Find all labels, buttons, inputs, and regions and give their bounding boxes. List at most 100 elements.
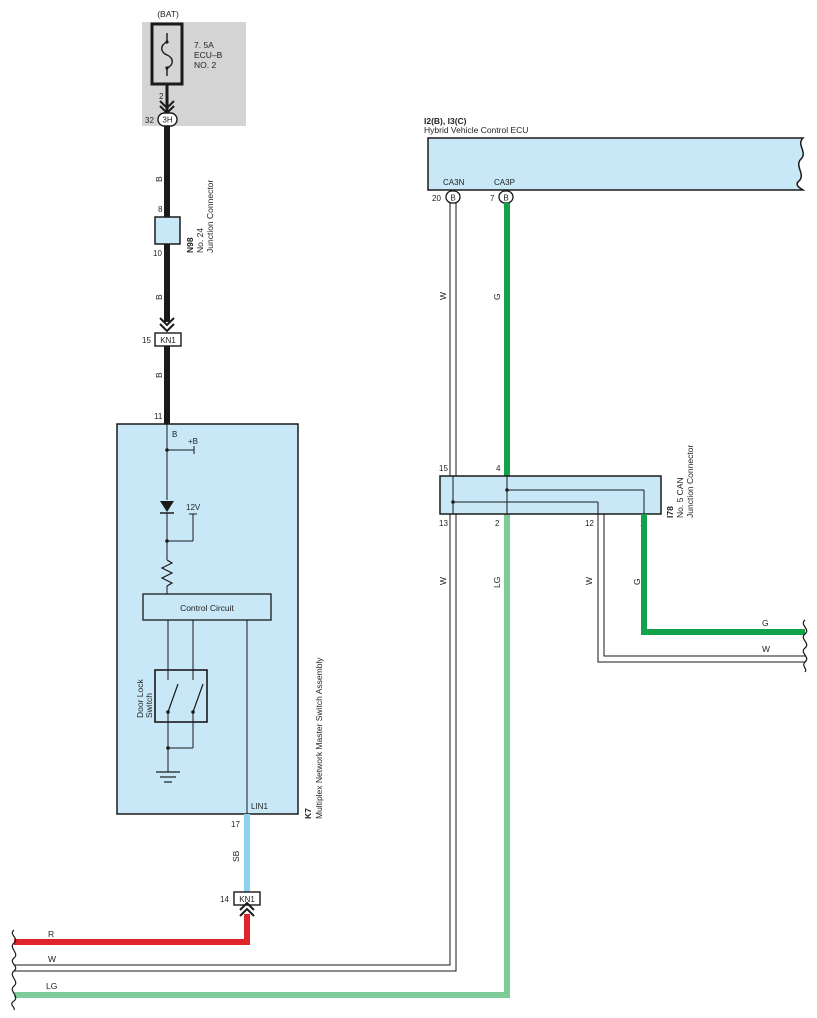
wire-label-w-out: W <box>762 644 770 654</box>
sw1-contact-dot <box>166 710 170 714</box>
i78-junction-w <box>451 500 455 504</box>
battery-source-label: (BAT) <box>157 9 179 19</box>
ecu-pin-20: 20 <box>432 194 441 203</box>
master-switch-name: Multiplex Network Master Switch Assembly <box>314 657 324 819</box>
ecu-box <box>427 137 806 191</box>
wire-label-lg-lower: LG <box>492 577 502 588</box>
door-lock-switch-box <box>154 669 208 723</box>
v12-label: 12V <box>186 503 201 512</box>
junction-n98-pin-in: 8 <box>158 205 163 214</box>
junction-i78-name-2: Junction Connector <box>685 445 695 518</box>
ecu-pin-20-connector <box>445 190 461 204</box>
wire-label-w-ecu: W <box>438 292 448 300</box>
fuse-connector-pin: 32 <box>145 116 154 125</box>
kn1-bottom-pin: 14 <box>220 895 229 904</box>
kn1-bottom-id: KN1 <box>239 895 255 904</box>
kn1-bottom-chevron-icon <box>239 901 255 917</box>
w-wire-inner <box>14 199 457 972</box>
ecu-ca3n-label: CA3N <box>443 178 465 187</box>
junction-i78-pin-2: 2 <box>495 519 500 528</box>
fuse-pin-number: 2 <box>159 92 164 101</box>
sw2-contact-dot <box>191 710 195 714</box>
connector-3h: 3H <box>157 112 178 127</box>
ecu-pin-20-letter: B <box>450 194 455 203</box>
sb-wire-run: SB <box>231 814 250 892</box>
ecu-ca3p-label: CA3P <box>494 178 515 187</box>
door-lock-label-2: Switch <box>144 693 154 718</box>
master-switch-code: K7 <box>303 808 313 819</box>
connector-kn1-top: KN1 15 <box>142 332 182 347</box>
wire-label-g-right-lower: G <box>632 578 642 585</box>
right-output-wires: W G G W <box>584 514 808 673</box>
ecu-name: Hybrid Vehicle Control ECU <box>424 125 528 135</box>
junction-i78-name-1: No. 5 CAN <box>675 477 685 518</box>
junction-n98-pin-out: 10 <box>153 249 162 258</box>
wire-label-w-right-lower: W <box>584 577 594 585</box>
junction-i78: 15 4 13 2 12 1 I78 No. 5 CAN Junction Co… <box>439 445 695 528</box>
ecu-pin-7: 7 <box>490 194 495 203</box>
junction-n98: 8 10 N98 No. 24 Junction Connector <box>153 180 215 258</box>
kn1-top-id: KN1 <box>160 336 176 345</box>
fuse-name: ECU–B <box>194 50 223 60</box>
left-break-icon <box>11 929 17 1011</box>
junction-i78-code: I78 <box>665 506 675 518</box>
junction-n98-name-2: Junction Connector <box>205 180 215 253</box>
junction-i78-pin-13: 13 <box>439 519 448 528</box>
wire-label-g-out: G <box>762 618 769 628</box>
b-wire-run: B B B <box>154 84 175 424</box>
wire-label-g-ecu: G <box>492 293 502 300</box>
lin-pin: 17 <box>231 820 240 829</box>
kn1-bottom-box <box>233 891 261 906</box>
hybrid-ecu: I2(B), I3(C) Hybrid Vehicle Control ECU … <box>424 116 806 204</box>
lg-wire <box>14 510 510 998</box>
connector-kn1-bottom: KN1 14 <box>220 891 261 917</box>
junction-n98-name-1: No. 24 <box>195 228 205 253</box>
plus-b-junction <box>165 448 169 452</box>
w-wire-out-outer <box>597 514 805 663</box>
master-switch-pin-b: 11 <box>154 412 163 421</box>
plus-b-label: +B <box>188 437 198 446</box>
r-wire <box>14 914 250 945</box>
fuse-terminal-top <box>165 40 169 44</box>
resistor-icon <box>160 559 174 587</box>
junction-n98-box <box>154 216 181 245</box>
control-circuit-label: Control Circuit <box>180 603 234 613</box>
fuse-block: (BAT) 7. 5A ECU–B NO. 2 2 32 <box>142 9 246 126</box>
g-wire-out <box>641 514 805 635</box>
w-wire-out-inner <box>603 514 805 657</box>
i78-junction-g <box>505 488 509 492</box>
wire-label-b-middle: B <box>154 294 164 300</box>
kn1-top-pin: 15 <box>142 336 151 345</box>
junction-i78-pin-15: 15 <box>439 464 448 473</box>
switch-contact-1-icon <box>167 683 179 713</box>
fuse-block-background <box>142 22 246 126</box>
junction-n98-code: N98 <box>185 237 195 253</box>
w-wire-outer <box>14 199 451 966</box>
ground-icon <box>156 771 180 783</box>
ecu-can-wires: W G <box>438 203 510 476</box>
switch-contact-2-icon <box>192 683 204 713</box>
ecu-codes: I2(B), I3(C) <box>424 116 467 126</box>
wire-label-b-lower: B <box>154 372 164 378</box>
wire-label-r: R <box>48 929 54 939</box>
wire-label-b-upper: B <box>154 176 164 182</box>
junction-i78-pin-4: 4 <box>496 464 501 473</box>
fuse-terminal-bottom <box>165 66 169 70</box>
fuse-symbol-icon <box>161 33 173 76</box>
master-switch-assembly: 11 B +B 12V Control Circuit <box>116 412 324 829</box>
ecu-pin-7-letter: B <box>503 194 508 203</box>
wire-label-sb: SB <box>231 850 241 862</box>
wire-label-lg-bottom: LG <box>46 981 57 991</box>
fuse-rating: 7. 5A <box>194 40 214 50</box>
right-break-icon <box>802 619 808 673</box>
wire-label-w-left-lower: W <box>438 577 448 585</box>
junction-i78-pin-12: 12 <box>585 519 594 528</box>
bottom-wires: R W LG <box>11 199 510 1011</box>
master-switch-b-label: B <box>172 430 177 439</box>
junction-i78-box <box>439 475 662 515</box>
wire-label-w-bottom: W <box>48 954 56 964</box>
door-lock-label-1: Door Lock <box>135 679 145 718</box>
diode-icon <box>160 501 174 512</box>
v12-junction <box>165 539 169 543</box>
